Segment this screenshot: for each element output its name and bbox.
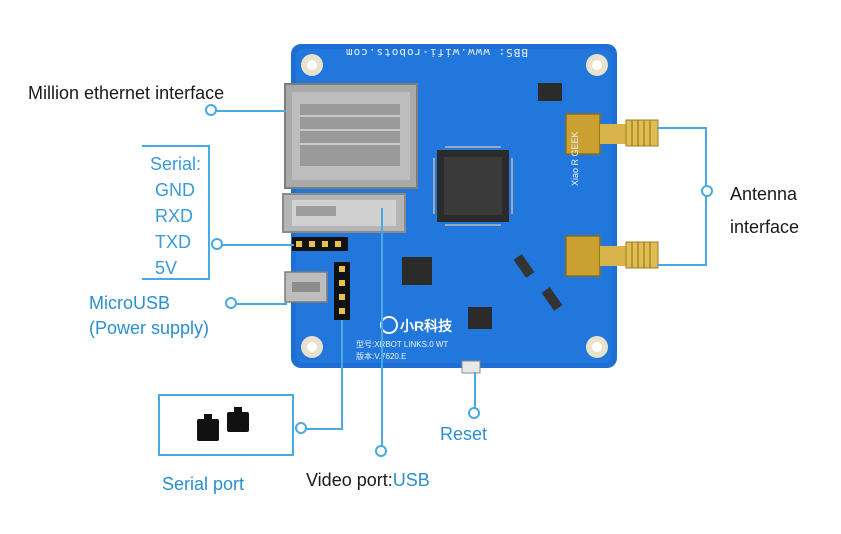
mount-hole-tl [301, 54, 323, 76]
label-video-usb: USB [392, 470, 430, 490]
leader-antenna-bottom [657, 264, 707, 266]
serial-pin-5v: 5V [155, 258, 178, 278]
antenna-connector-bottom [565, 235, 659, 277]
leader-dot-jumper [295, 422, 307, 434]
board-model-text: 型号:XRBOT LINKS.0 WT [356, 340, 449, 349]
chip-small-4 [513, 254, 535, 278]
jumper-caps-icon [197, 407, 249, 441]
label-antenna: Antenna [730, 184, 798, 204]
leader-jumper-vertical [341, 320, 343, 430]
chip-small-2 [402, 257, 432, 285]
chip-small-3 [468, 307, 492, 329]
mount-hole-br [586, 336, 608, 358]
label-video-prefix: Video port: [306, 470, 393, 490]
serial-pin-gnd: GND [155, 180, 195, 200]
leader-reset [474, 372, 476, 410]
leader-dot-video [375, 445, 387, 457]
reset-button-part [461, 360, 481, 374]
leader-microusb [237, 303, 287, 305]
label-power-supply: (Power supply) [89, 318, 210, 338]
serial-title: Serial: [150, 154, 202, 174]
serial-pin-txd: TXD [155, 232, 191, 252]
serial-pin-list: Serial: GND RXD TXD 5V [150, 151, 201, 281]
chip-small-1 [538, 83, 562, 101]
jumper-header [334, 262, 350, 320]
leader-dot-ethernet [205, 104, 217, 116]
mount-hole-tr [586, 54, 608, 76]
leader-antenna-top [657, 127, 707, 129]
leader-dot-serial [211, 238, 223, 250]
leader-jumper-horizontal [305, 428, 343, 430]
leader-serial [222, 244, 294, 246]
antenna-connector-top [565, 113, 659, 155]
serial-pin-rxd: RXD [155, 206, 194, 226]
leader-dot-reset [468, 407, 480, 419]
leader-dot-antenna [701, 185, 713, 197]
board-brand-side: Xiao R GEEK [570, 131, 580, 186]
label-reset: Reset [440, 424, 488, 444]
serial-jumper-box [158, 394, 294, 456]
label-antenna-interface: interface [730, 217, 800, 237]
serial-header [292, 237, 348, 251]
board-logo-text: 小R科技 [400, 318, 453, 334]
board-top-text: BBS: www.wifi-robots.com [345, 46, 528, 59]
label-ethernet: Million ethernet interface [28, 83, 225, 103]
label-video-port: Video port:USB [306, 470, 430, 491]
serial-bracket [142, 145, 210, 280]
mount-hole-bl [301, 336, 323, 358]
label-serial-port: Serial port [162, 474, 245, 494]
label-microusb: MicroUSB [89, 293, 171, 313]
leader-video [381, 208, 383, 448]
leader-ethernet [216, 110, 286, 112]
leader-dot-microusb [225, 297, 237, 309]
